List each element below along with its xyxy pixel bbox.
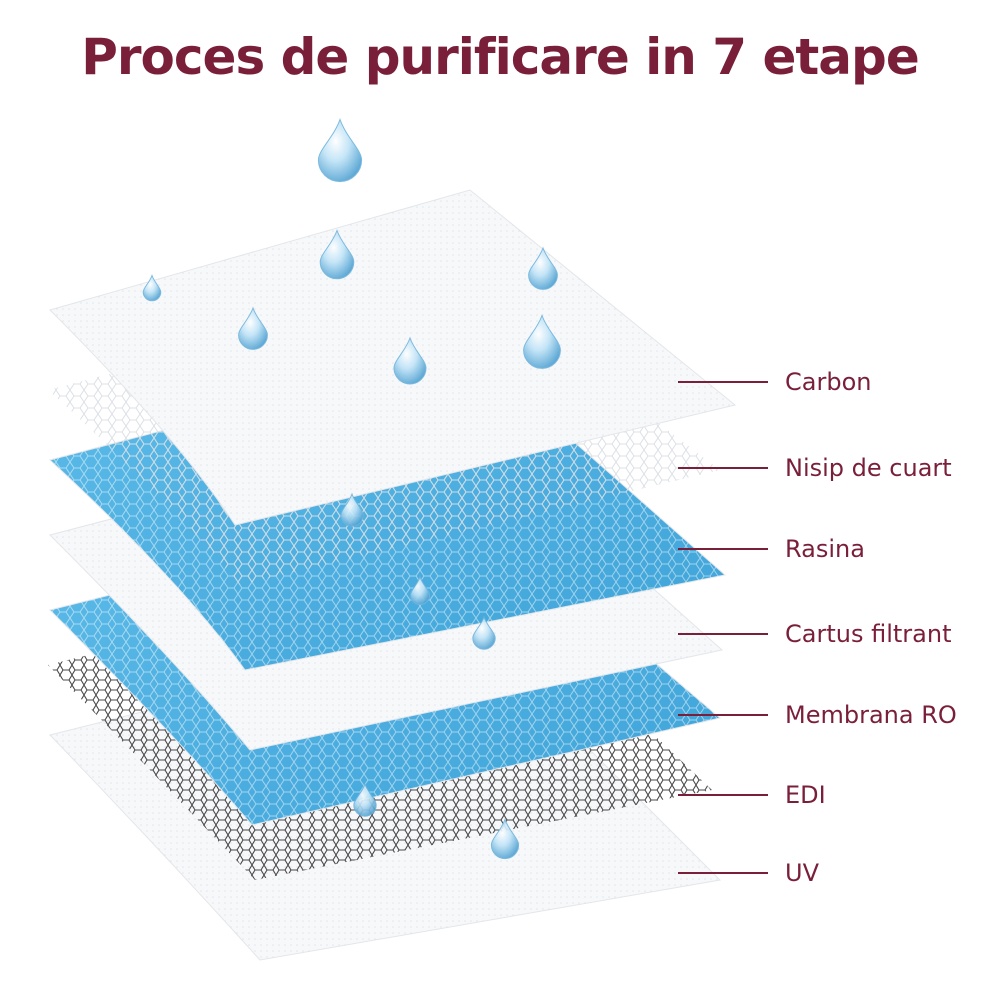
water-drop-icon bbox=[490, 818, 520, 860]
layer-label-7: UV bbox=[785, 859, 819, 887]
page-title: Proces de purificare in 7 etape bbox=[81, 28, 920, 86]
water-drop-icon bbox=[317, 118, 363, 183]
water-drop-icon bbox=[393, 336, 427, 385]
water-drop-icon bbox=[523, 314, 561, 369]
layer-label-5: Membrana RO bbox=[785, 701, 957, 729]
water-drop-icon bbox=[528, 246, 558, 290]
layer-label-4: Cartus filtrant bbox=[785, 620, 952, 648]
layer-label-1: Carbon bbox=[785, 368, 872, 396]
layer-label-6: EDI bbox=[785, 781, 826, 809]
water-drop-icon bbox=[409, 575, 431, 606]
water-drop-icon bbox=[472, 615, 496, 650]
layer-label-2: Nisip de cuart bbox=[785, 454, 952, 482]
filter-layer-1 bbox=[49, 189, 737, 526]
water-drop-icon bbox=[353, 782, 377, 817]
layer-label-3: Rasina bbox=[785, 535, 865, 563]
water-drop-icon bbox=[238, 306, 268, 350]
water-drop-icon bbox=[319, 229, 355, 280]
water-drop-icon bbox=[340, 492, 364, 527]
water-drop-icon bbox=[142, 274, 162, 302]
